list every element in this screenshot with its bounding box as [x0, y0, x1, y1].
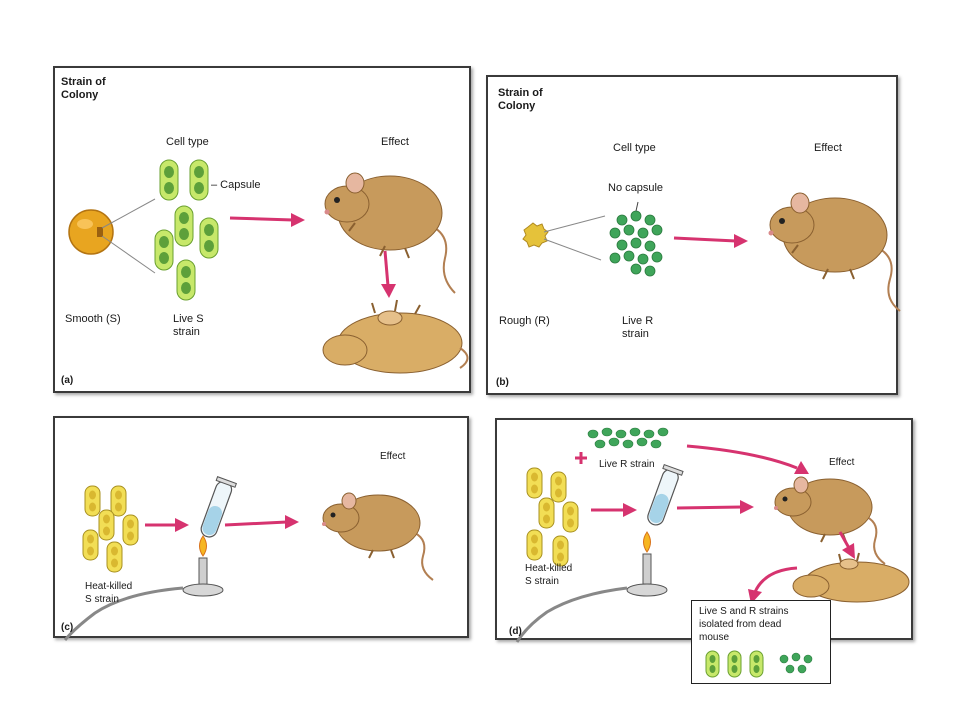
colony-type-label: Smooth (S)	[65, 313, 121, 325]
panel-b-illustration	[522, 192, 901, 312]
arrow-to-mouse	[676, 500, 754, 514]
isolated-s-cells	[705, 650, 764, 678]
panel-a-smooth-strain: Strain of Colony Cell type Effect – Caps…	[53, 66, 471, 393]
bunsen-burner	[63, 535, 224, 641]
zoom-line	[101, 235, 156, 274]
live-mouse	[322, 492, 434, 581]
effect-heading: Effect	[814, 142, 842, 154]
panel-a-illustration	[68, 159, 469, 374]
heat-killed-s-cells	[526, 467, 579, 567]
live-mouse	[768, 192, 901, 312]
arrow-r-to-mouse	[686, 444, 809, 474]
panel-letter: (a)	[61, 375, 74, 386]
isolated-strains-box: Live S and R strains isolated from dead …	[691, 600, 831, 684]
panel-d-transformation: Live R strain Effect Heat-killed S strai…	[495, 418, 913, 684]
arrow-to-mouse	[673, 234, 748, 248]
strain-of-colony-heading: Strain of Colony	[61, 76, 106, 101]
strain-label: Live S strain	[173, 313, 204, 338]
test-tube	[647, 463, 684, 526]
strain-label: Live R strain	[622, 315, 654, 340]
isolated-r-cells	[779, 652, 813, 674]
strain-of-colony-heading: Strain of Colony	[498, 87, 543, 112]
effect-heading: Effect	[381, 136, 409, 148]
panel-letter: (c)	[61, 622, 74, 633]
arrow-to-test-tube	[591, 503, 637, 517]
strain-label: Heat-killed S strain	[85, 581, 133, 605]
no-capsule-callout: No capsule	[608, 182, 664, 194]
strain-label: Heat-killed S strain	[525, 563, 573, 587]
dead-mouse	[322, 299, 469, 374]
live-mouse	[774, 476, 886, 565]
dead-mouse	[792, 552, 910, 603]
s-cells-with-capsule	[154, 159, 219, 301]
cell-type-heading: Cell type	[613, 142, 656, 154]
effect-heading: Effect	[380, 451, 406, 462]
panel-c-heat-killed: Effect Heat-killed S strain (c)	[53, 416, 469, 641]
no-capsule-pointer	[635, 201, 639, 212]
arrow-to-mouse	[229, 213, 305, 227]
zoom-line	[543, 238, 602, 261]
isolated-cells-illustration	[705, 650, 813, 678]
smooth-colony	[68, 209, 114, 255]
effect-heading: Effect	[829, 457, 855, 468]
colony-type-label: Rough (R)	[499, 315, 550, 327]
live-r-strain-label: Live R strain	[599, 459, 655, 470]
zoom-line	[101, 198, 156, 229]
heat-killed-s-cells	[82, 485, 139, 573]
plus-sign	[575, 452, 587, 464]
r-cells-no-capsule	[609, 210, 663, 277]
arrow-down-to-dead-mouse	[838, 531, 855, 559]
bunsen-burner	[515, 531, 668, 643]
live-r-cells	[587, 427, 669, 449]
panel-letter: (d)	[509, 626, 522, 637]
capsule-callout: – Capsule	[211, 179, 261, 191]
arrow-to-isolated-box	[748, 566, 798, 604]
arrow-to-mouse	[224, 515, 299, 529]
panel-b-rough-strain: Strain of Colony Cell type Effect No cap…	[486, 75, 901, 395]
panel-letter: (b)	[496, 377, 509, 388]
panel-d-illustration	[515, 427, 910, 643]
zoom-line	[543, 215, 606, 233]
test-tube	[200, 476, 238, 538]
arrow-to-test-tube	[145, 518, 189, 532]
isolated-strains-label: Live S and R strains isolated from dead …	[699, 606, 789, 643]
rough-colony	[522, 222, 549, 248]
panel-c-illustration	[63, 476, 434, 641]
live-mouse	[324, 172, 456, 294]
arrow-down-to-dead-mouse	[381, 250, 396, 298]
cell-type-heading: Cell type	[166, 136, 209, 148]
